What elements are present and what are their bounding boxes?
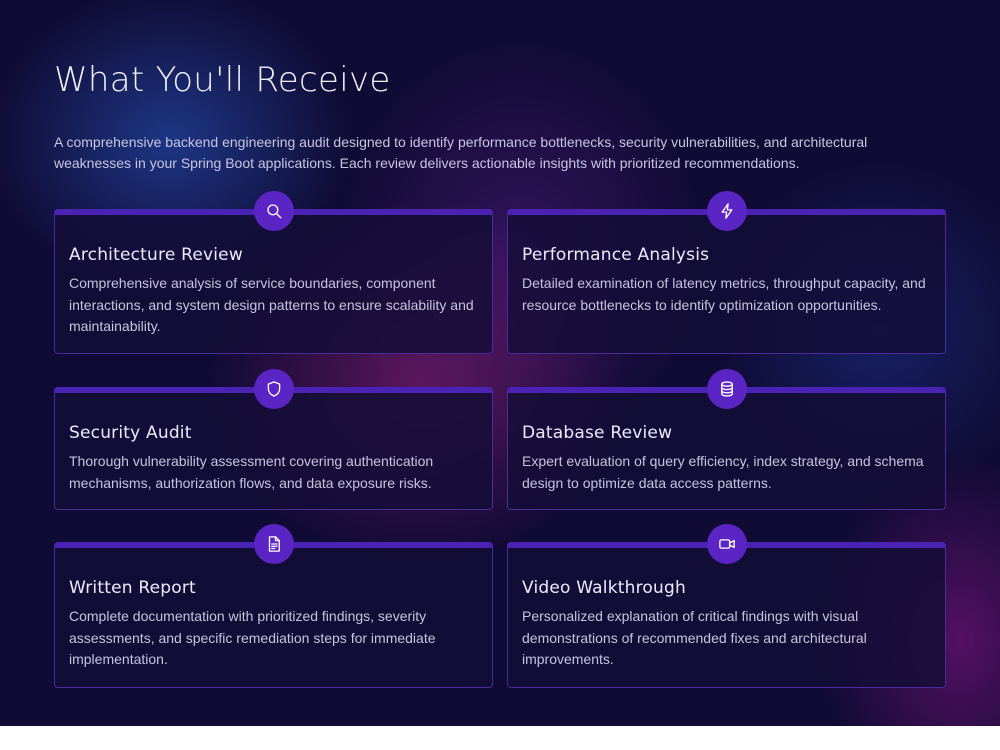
- hero-section: What You'll Receive A comprehensive back…: [0, 0, 1000, 726]
- card-title: Video Walkthrough: [522, 578, 686, 598]
- card-database-review: Database Review Expert evaluation of que…: [507, 369, 946, 510]
- card-title: Written Report: [69, 578, 196, 598]
- shield-icon: [253, 369, 294, 409]
- card-video-walkthrough: Video Walkthrough Personalized explanati…: [507, 524, 946, 688]
- card-title: Architecture Review: [69, 245, 243, 265]
- section-intro: A comprehensive backend engineering audi…: [54, 134, 868, 171]
- card-description: Expert evaluation of query efficiency, i…: [522, 453, 924, 491]
- database-icon: [706, 369, 747, 409]
- card-performance-analysis: Performance Analysis Detailed examinatio…: [507, 191, 946, 354]
- lightning-icon: [706, 191, 747, 231]
- card-description: Complete documentation with prioritized …: [69, 608, 436, 667]
- card-description: Personalized explanation of critical fin…: [522, 608, 867, 667]
- search-icon: [253, 191, 294, 231]
- card-description: Thorough vulnerability assessment coveri…: [69, 453, 434, 491]
- section-title: What You'll Receive: [54, 60, 391, 100]
- card-architecture-review: Architecture Review Comprehensive analys…: [54, 191, 493, 354]
- card-description: Detailed examination of latency metrics,…: [522, 275, 926, 313]
- video-camera-icon: [706, 524, 747, 564]
- card-security-audit: Security Audit Thorough vulnerability as…: [54, 369, 493, 510]
- card-description: Comprehensive analysis of service bounda…: [69, 275, 474, 334]
- card-title: Performance Analysis: [522, 245, 710, 265]
- document-icon: [253, 524, 294, 564]
- card-title: Security Audit: [69, 423, 192, 443]
- card-written-report: Written Report Complete documentation wi…: [54, 524, 493, 688]
- card-title: Database Review: [522, 423, 673, 443]
